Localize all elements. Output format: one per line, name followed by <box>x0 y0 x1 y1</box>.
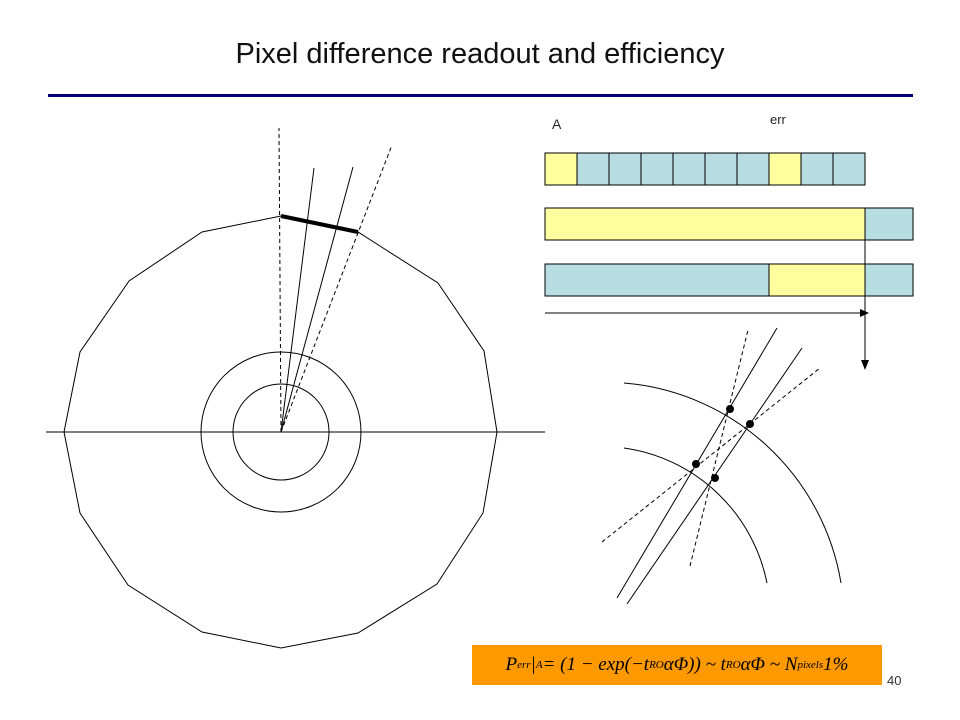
formula-mid2: αΦ ~ N <box>740 654 798 675</box>
readout-cell <box>640 152 674 186</box>
readout-cell <box>576 152 610 186</box>
zoom-track-dashed-2 <box>689 329 749 567</box>
formula-pixels-sub: pixels <box>797 659 824 671</box>
readout-block-yellow <box>544 207 866 241</box>
formula-err-sub: err <box>517 659 531 671</box>
pixel-segment <box>280 214 359 234</box>
readout-block-yellow <box>768 263 866 297</box>
readout-cell <box>544 152 578 186</box>
formula-ro-sub-1: RO <box>649 659 664 671</box>
formula-bar: | <box>530 654 536 675</box>
hit-point <box>711 474 719 482</box>
readout-row-1 <box>544 152 866 186</box>
track-solid-1 <box>280 167 315 433</box>
err-arrow-head <box>861 360 869 370</box>
formula-mid: αΦ)) ~ t <box>663 654 726 675</box>
readout-block-blue <box>864 207 914 241</box>
readout-cell <box>736 152 770 186</box>
readout-cell <box>832 152 866 186</box>
formula-eq: = (1 − exp(−t <box>542 654 650 675</box>
formula-ro-sub-2: RO <box>725 659 741 671</box>
readout-block-blue <box>864 263 914 297</box>
title-underline <box>48 94 913 97</box>
hit-point <box>692 460 700 468</box>
readout-block-blue <box>544 263 770 297</box>
readout-cell <box>672 152 706 186</box>
formula-p: P <box>505 654 518 675</box>
zoom-track-dashed-1 <box>601 367 821 543</box>
readout-row-3 <box>544 263 914 297</box>
readout-cell <box>800 152 834 186</box>
slide-title: Pixel difference readout and efficiency <box>235 38 725 70</box>
dashed-vertical <box>278 127 282 433</box>
formula-a-sub: A <box>535 659 543 671</box>
readout-row-2 <box>544 207 914 241</box>
zoom-arc-inner <box>623 447 768 584</box>
readout-cell <box>768 152 802 186</box>
label-err: err <box>770 112 786 127</box>
inner-circle-small <box>232 383 330 481</box>
track-solid-2 <box>280 166 354 433</box>
formula-end: 1% <box>823 654 849 675</box>
track-dashed <box>280 144 393 433</box>
inner-circle-large <box>200 351 362 513</box>
page-number: 40 <box>887 673 902 688</box>
hit-point <box>726 405 734 413</box>
readout-cell <box>704 152 738 186</box>
zoom-arc-outer <box>623 382 842 584</box>
readout-cell <box>608 152 642 186</box>
label-a: A <box>552 116 562 132</box>
hit-point <box>746 420 754 428</box>
